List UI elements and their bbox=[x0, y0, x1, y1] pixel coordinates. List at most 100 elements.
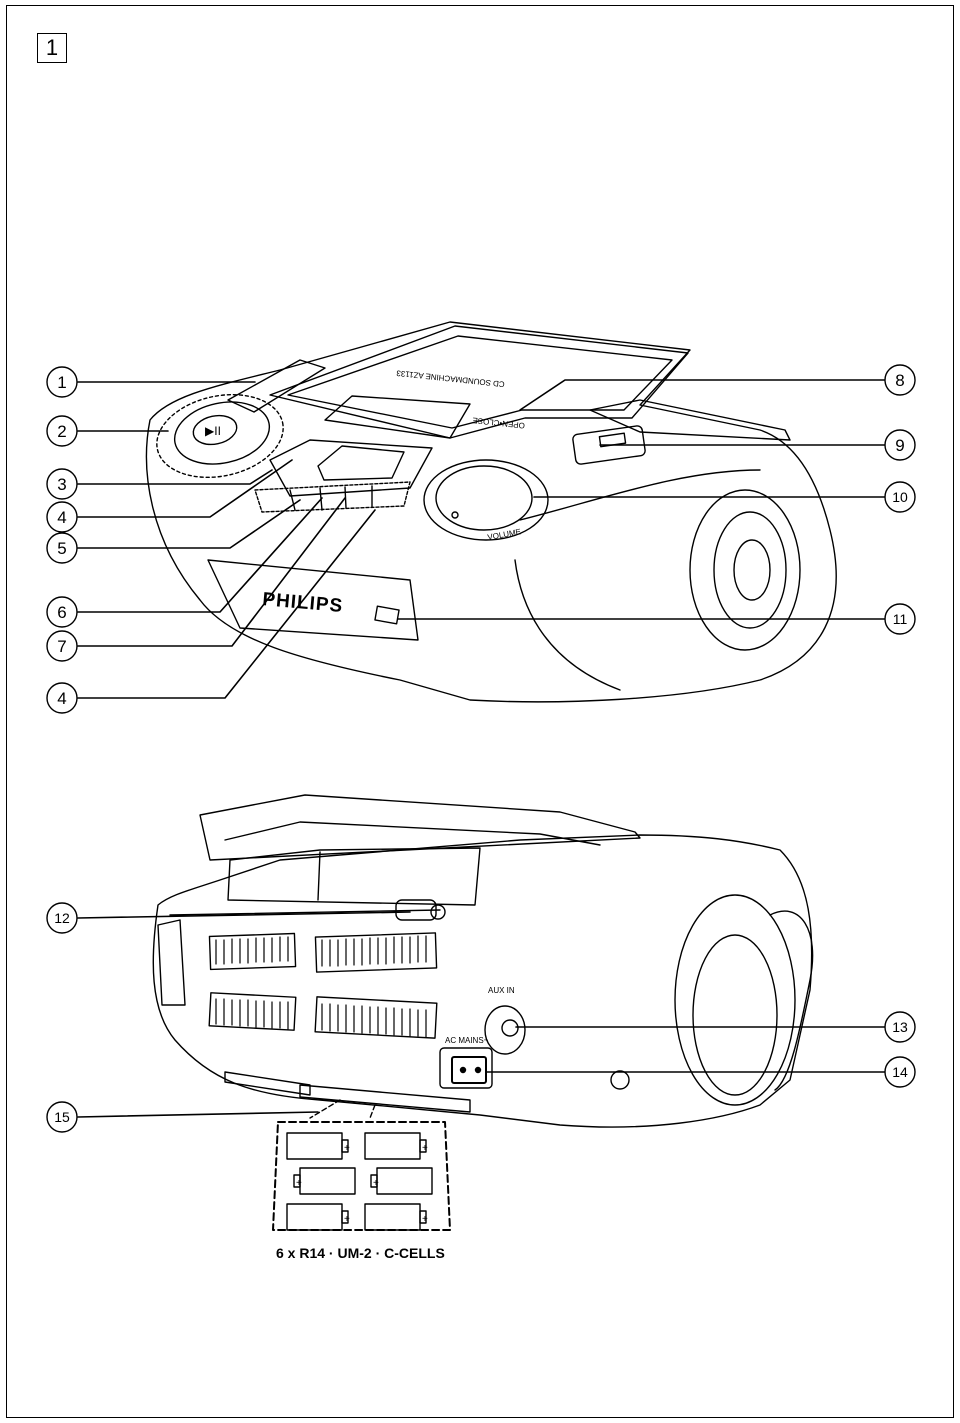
antenna-hinge bbox=[395, 899, 437, 921]
callout-7: 7 bbox=[46, 630, 78, 662]
battery-cell: + bbox=[370, 1167, 433, 1195]
open-close-label: OPEN•CLOSE bbox=[472, 416, 525, 430]
bottom-feet bbox=[224, 1071, 311, 1096]
callout-2: 2 bbox=[46, 415, 78, 447]
button-row bbox=[254, 481, 411, 513]
display-screen bbox=[317, 445, 405, 481]
right-speaker-outer bbox=[689, 489, 801, 651]
back-speaker bbox=[692, 934, 778, 1096]
battery-group: + + + + + + 6 x R14 · UM-2 · C-CELLS bbox=[272, 1099, 451, 1261]
svg-text:2: 2 bbox=[57, 422, 66, 441]
antenna-tip bbox=[430, 904, 446, 920]
callout-14: 14 bbox=[884, 1056, 916, 1088]
battery-caption: 6 x R14 · UM-2 · C-CELLS bbox=[276, 1245, 445, 1261]
svg-text:4: 4 bbox=[57, 689, 66, 708]
carry-handle bbox=[199, 794, 641, 861]
antenna bbox=[169, 909, 441, 916]
battery-cell: + bbox=[364, 1132, 428, 1160]
callout-6: 6 bbox=[46, 596, 78, 628]
battery-cell: + bbox=[286, 1132, 350, 1160]
phones-socket bbox=[374, 605, 400, 625]
battery-compartment-bottom bbox=[299, 1084, 471, 1113]
display-panel bbox=[269, 439, 433, 497]
callout-12: 12 bbox=[46, 902, 78, 934]
carry-handle-inner bbox=[224, 821, 601, 846]
brand-logo: PHILIPS bbox=[262, 589, 344, 617]
ac-mains-label: AC MAINS~ bbox=[445, 1036, 489, 1045]
left-side-panel bbox=[157, 919, 186, 1006]
svg-text:13: 13 bbox=[892, 1019, 908, 1035]
battery-cell: + bbox=[293, 1167, 356, 1195]
svg-text:5: 5 bbox=[57, 539, 66, 558]
vent-grille-upper-left bbox=[208, 932, 297, 971]
battery-dashed-outline bbox=[272, 1121, 451, 1231]
callout-10: 10 bbox=[884, 481, 916, 513]
back-speaker-outer bbox=[674, 894, 796, 1106]
battery-cell: + bbox=[364, 1203, 428, 1231]
svg-text:15: 15 bbox=[54, 1109, 70, 1125]
ac-pin bbox=[459, 1066, 467, 1074]
svg-text:7: 7 bbox=[57, 637, 66, 656]
volume-knob bbox=[435, 465, 533, 531]
callout-3: 3 bbox=[46, 468, 78, 500]
front-body-outline bbox=[145, 321, 837, 703]
play-pause-button bbox=[192, 414, 238, 446]
back-body-outline bbox=[152, 834, 813, 1128]
battery-pointer bbox=[369, 1104, 376, 1119]
aux-in-socket bbox=[501, 1019, 519, 1037]
svg-text:6: 6 bbox=[57, 603, 66, 622]
svg-text:+: + bbox=[344, 1214, 350, 1225]
front-grille-curve bbox=[514, 559, 621, 691]
callout-13: 13 bbox=[884, 1011, 916, 1043]
callouts-right: 8 9 10 11 13 14 bbox=[884, 364, 916, 1088]
vent-grille-lower-left bbox=[208, 992, 297, 1031]
vent-grille-upper-right bbox=[314, 932, 438, 973]
svg-text:4: 4 bbox=[57, 508, 66, 527]
battery-pointer bbox=[309, 1099, 341, 1119]
svg-text:14: 14 bbox=[892, 1064, 908, 1080]
volume-knob-dot bbox=[451, 511, 459, 519]
callout-1: 1 bbox=[46, 366, 78, 398]
cd-window bbox=[324, 395, 471, 439]
callout-8: 8 bbox=[884, 364, 916, 396]
back-view: AUX IN AC MAINS~ bbox=[152, 794, 814, 1128]
right-speaker bbox=[713, 511, 787, 629]
svg-text:8: 8 bbox=[895, 371, 904, 390]
battery-cell: + bbox=[286, 1203, 350, 1231]
callout-4-second: 4 bbox=[46, 682, 78, 714]
page-frame bbox=[6, 5, 954, 1418]
nav-pad-outer bbox=[156, 393, 284, 479]
aux-in-label: AUX IN bbox=[488, 986, 515, 995]
right-handle bbox=[589, 399, 791, 441]
svg-text:9: 9 bbox=[895, 436, 904, 455]
cd-lid-inner bbox=[287, 335, 673, 429]
ac-mains-socket bbox=[451, 1056, 487, 1084]
play-pause-symbol: ▶II bbox=[205, 424, 221, 438]
battery-door-divider bbox=[317, 851, 321, 901]
front-panel bbox=[207, 559, 419, 641]
callout-15: 15 bbox=[46, 1101, 78, 1133]
callouts-left: 1 2 3 4 5 6 7 4 15 12 bbox=[46, 366, 78, 1133]
ac-mains-socket-housing bbox=[439, 1047, 493, 1089]
button-divider bbox=[289, 489, 296, 511]
callout-5: 5 bbox=[46, 532, 78, 564]
leader-lines bbox=[77, 379, 886, 1118]
page-number-box: 1 bbox=[37, 33, 67, 63]
volume-knob-base bbox=[423, 459, 549, 541]
model-label: CD SOUNDMACHINE AZ1133 bbox=[395, 368, 505, 388]
front-view: ▶II VOLUME PHILIPS CD SOUNDMACHINE AZ113… bbox=[145, 321, 837, 703]
screw-hole bbox=[610, 1070, 630, 1090]
svg-text:+: + bbox=[373, 1178, 379, 1189]
front-grille-curve bbox=[519, 469, 761, 521]
svg-text:+: + bbox=[422, 1214, 428, 1225]
svg-text:+: + bbox=[344, 1143, 350, 1154]
svg-text:3: 3 bbox=[57, 475, 66, 494]
svg-text:10: 10 bbox=[892, 489, 908, 505]
svg-text:1: 1 bbox=[57, 373, 66, 392]
callout-9: 9 bbox=[884, 429, 916, 461]
source-selector bbox=[572, 425, 646, 465]
svg-text:11: 11 bbox=[893, 611, 908, 627]
ac-pin bbox=[474, 1066, 482, 1074]
back-speaker-rim bbox=[769, 910, 814, 1091]
